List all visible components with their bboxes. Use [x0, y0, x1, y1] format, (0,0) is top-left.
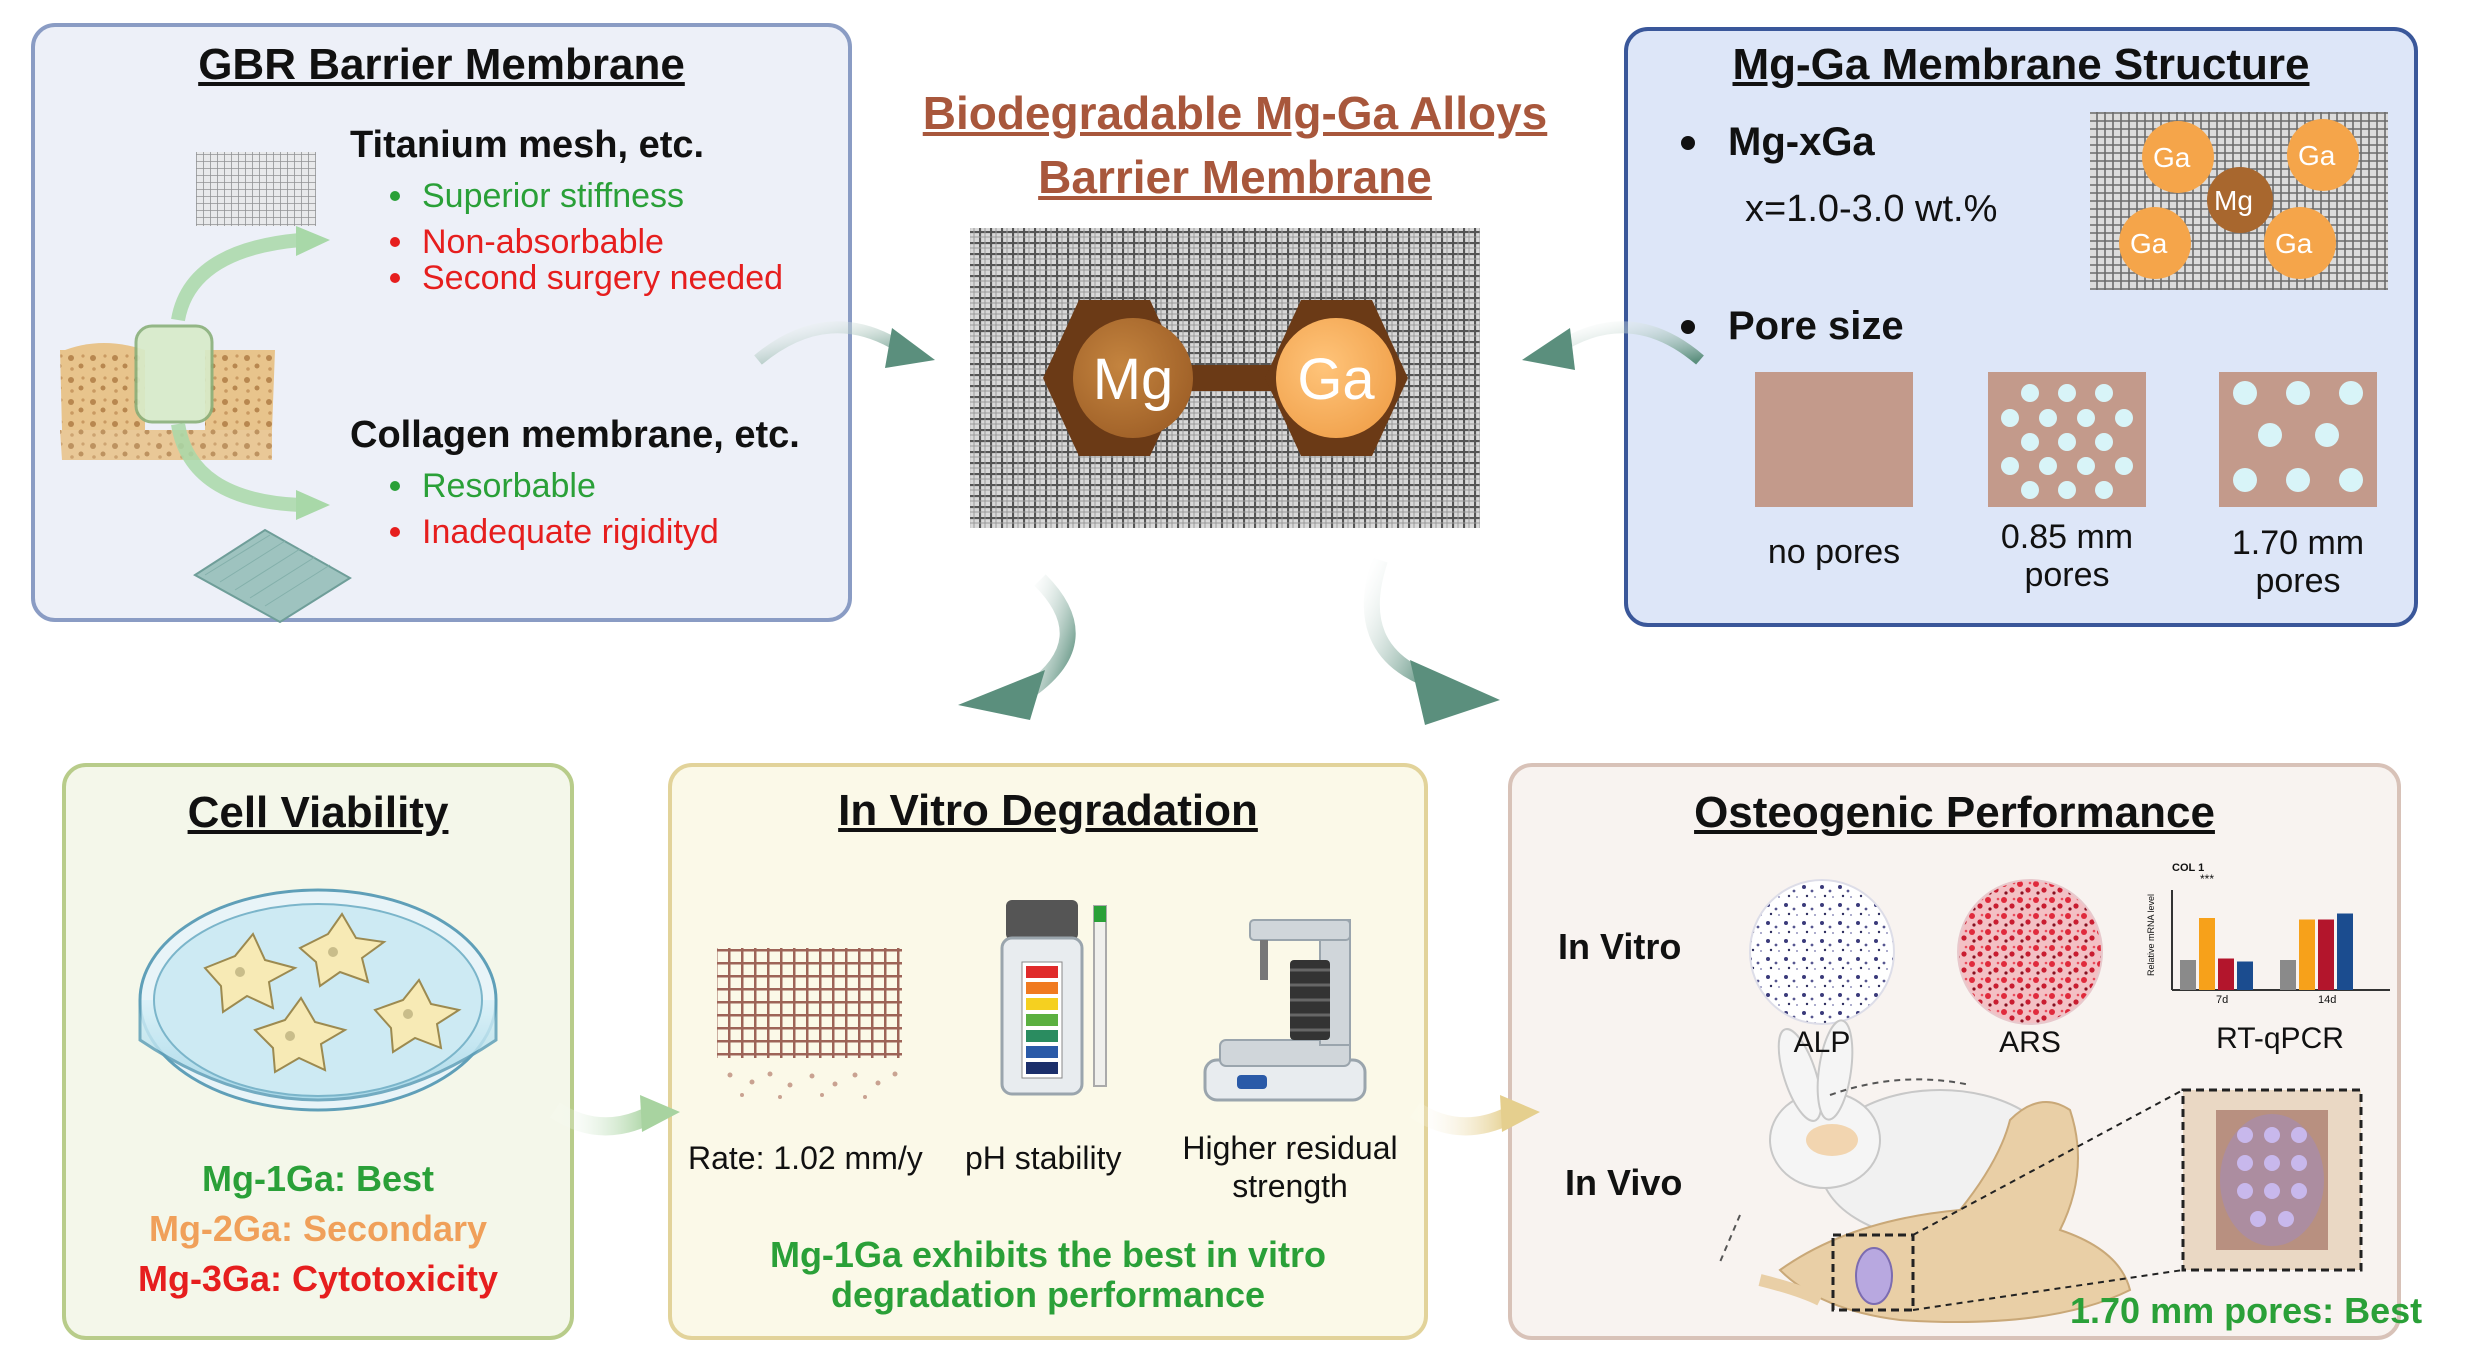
mini-chart-bar: [2337, 913, 2353, 990]
viability-panel-title: Cell Viability: [187, 788, 449, 837]
titanium-pro: Superior stiffness: [422, 177, 685, 215]
pore-dot: [2115, 409, 2133, 427]
pore-dot: [2021, 433, 2039, 451]
atom-ga-3: Ga: [2130, 228, 2168, 259]
alloy-label: Mg-xGa: [1728, 120, 1875, 164]
in-vitro-label: In Vitro: [1558, 926, 1682, 967]
degradation-rate: Rate: 1.02 mm/y: [688, 1140, 923, 1176]
degradation-conclusion-1: Mg-1Ga exhibits the best in vitro: [769, 1234, 1327, 1275]
pore-dot: [2286, 468, 2310, 492]
residual-strength-2: strength: [1232, 1168, 1348, 1204]
ph-stability: pH stability: [965, 1140, 1122, 1176]
ars-label: ARS: [1999, 1026, 2061, 1059]
viability-cytotoxicity: Mg-3Ga: Cytotoxicity: [137, 1258, 499, 1299]
pore-dot: [2286, 381, 2310, 405]
alp-label: ALP: [1793, 1026, 1851, 1059]
collagen-label: Collagen membrane, etc.: [350, 414, 800, 456]
pore-dot: [2095, 433, 2113, 451]
mini-chart-bar: [2318, 919, 2334, 990]
mini-chart-title: COL 1: [2172, 862, 2205, 874]
titanium-con-2: Second surgery needed: [422, 259, 784, 297]
in-vivo-label: In Vivo: [1565, 1162, 1683, 1203]
pore-dot: [2058, 384, 2076, 402]
pore-085-label-2: pores: [2024, 556, 2110, 594]
atom-ga-4: Ga: [2275, 228, 2313, 259]
viability-secondary: Mg-2Ga: Secondary: [148, 1208, 488, 1249]
mini-chart-bar: [2280, 960, 2296, 990]
pore-dot: [2039, 409, 2057, 427]
pore-170-label-2: pores: [2255, 562, 2341, 600]
pore-size-label: Pore size: [1728, 304, 1904, 348]
pore-dot: [2077, 457, 2095, 475]
collagen-con: Inadequate rigidityd: [422, 513, 719, 551]
titanium-con-1: Non-absorbable: [422, 223, 664, 261]
mini-chart-bar: [2180, 960, 2196, 990]
pore-dot: [2315, 423, 2339, 447]
mg-element-label: Mg: [1092, 347, 1174, 412]
pore-dot: [2021, 481, 2039, 499]
osteo-panel-title: Osteogenic Performance: [1694, 788, 2215, 837]
mini-chart-bar: [2199, 918, 2215, 990]
residual-strength-1: Higher residual: [1182, 1130, 1398, 1166]
atom-ga-2: Ga: [2298, 140, 2336, 171]
osteo-best: 1.70 mm pores: Best: [2070, 1290, 2423, 1331]
rtqpcr-label: RT-qPCR: [2216, 1022, 2344, 1055]
pore-dot: [2001, 457, 2019, 475]
pore-dot: [2001, 409, 2019, 427]
pore-dot: [2095, 481, 2113, 499]
pore-085-label-1: 0.85 mm: [2000, 518, 2134, 556]
ga-element-label: Ga: [1297, 347, 1375, 412]
mini-chart-ylabel: Relative mRNA level: [2146, 893, 2157, 977]
pore-dot: [2233, 381, 2257, 405]
mini-chart-bar: [2218, 958, 2234, 990]
pore-dot: [2115, 457, 2133, 475]
pore-dot: [2339, 381, 2363, 405]
mini-chart-group-14d: 14d: [2318, 994, 2337, 1006]
pore-dot: [2021, 384, 2039, 402]
degradation-panel-title: In Vitro Degradation: [838, 786, 1258, 835]
degradation-conclusion-2: degradation performance: [830, 1274, 1266, 1315]
titanium-mesh-label: Titanium mesh, etc.: [350, 124, 705, 166]
mini-bar-chart: [2180, 913, 2353, 990]
mini-chart-group-7d: 7d: [2216, 994, 2229, 1006]
pore-dot: [2039, 457, 2057, 475]
mini-chart-bar: [2237, 961, 2253, 990]
pore-dot: [2077, 409, 2095, 427]
pore-170-label-1: 1.70 mm: [2231, 524, 2365, 562]
main-title-line-2: Barrier Membrane: [1038, 151, 1432, 203]
mini-chart-bar: [2299, 919, 2315, 990]
gbr-panel-title: GBR Barrier Membrane: [198, 40, 685, 89]
pore-dot: [2058, 481, 2076, 499]
pore-dot: [2339, 468, 2363, 492]
mini-chart-sig: ***: [2200, 872, 2215, 886]
collagen-pro: Resorbable: [422, 467, 596, 505]
atom-ga-1: Ga: [2153, 142, 2191, 173]
main-title-line-1: Biodegradable Mg-Ga Alloys: [922, 87, 1548, 139]
structure-panel-title: Mg-Ga Membrane Structure: [1732, 40, 2310, 89]
pore-dot: [2258, 423, 2282, 447]
pore-none-label: no pores: [1767, 533, 1901, 571]
viability-best: Mg-1Ga: Best: [201, 1158, 435, 1199]
pore-dot: [2058, 433, 2076, 451]
pore-dot: [2233, 468, 2257, 492]
composition-range: x=1.0-3.0 wt.%: [1745, 188, 1998, 230]
pore-dot: [2095, 384, 2113, 402]
atom-mg: Mg: [2214, 185, 2253, 216]
